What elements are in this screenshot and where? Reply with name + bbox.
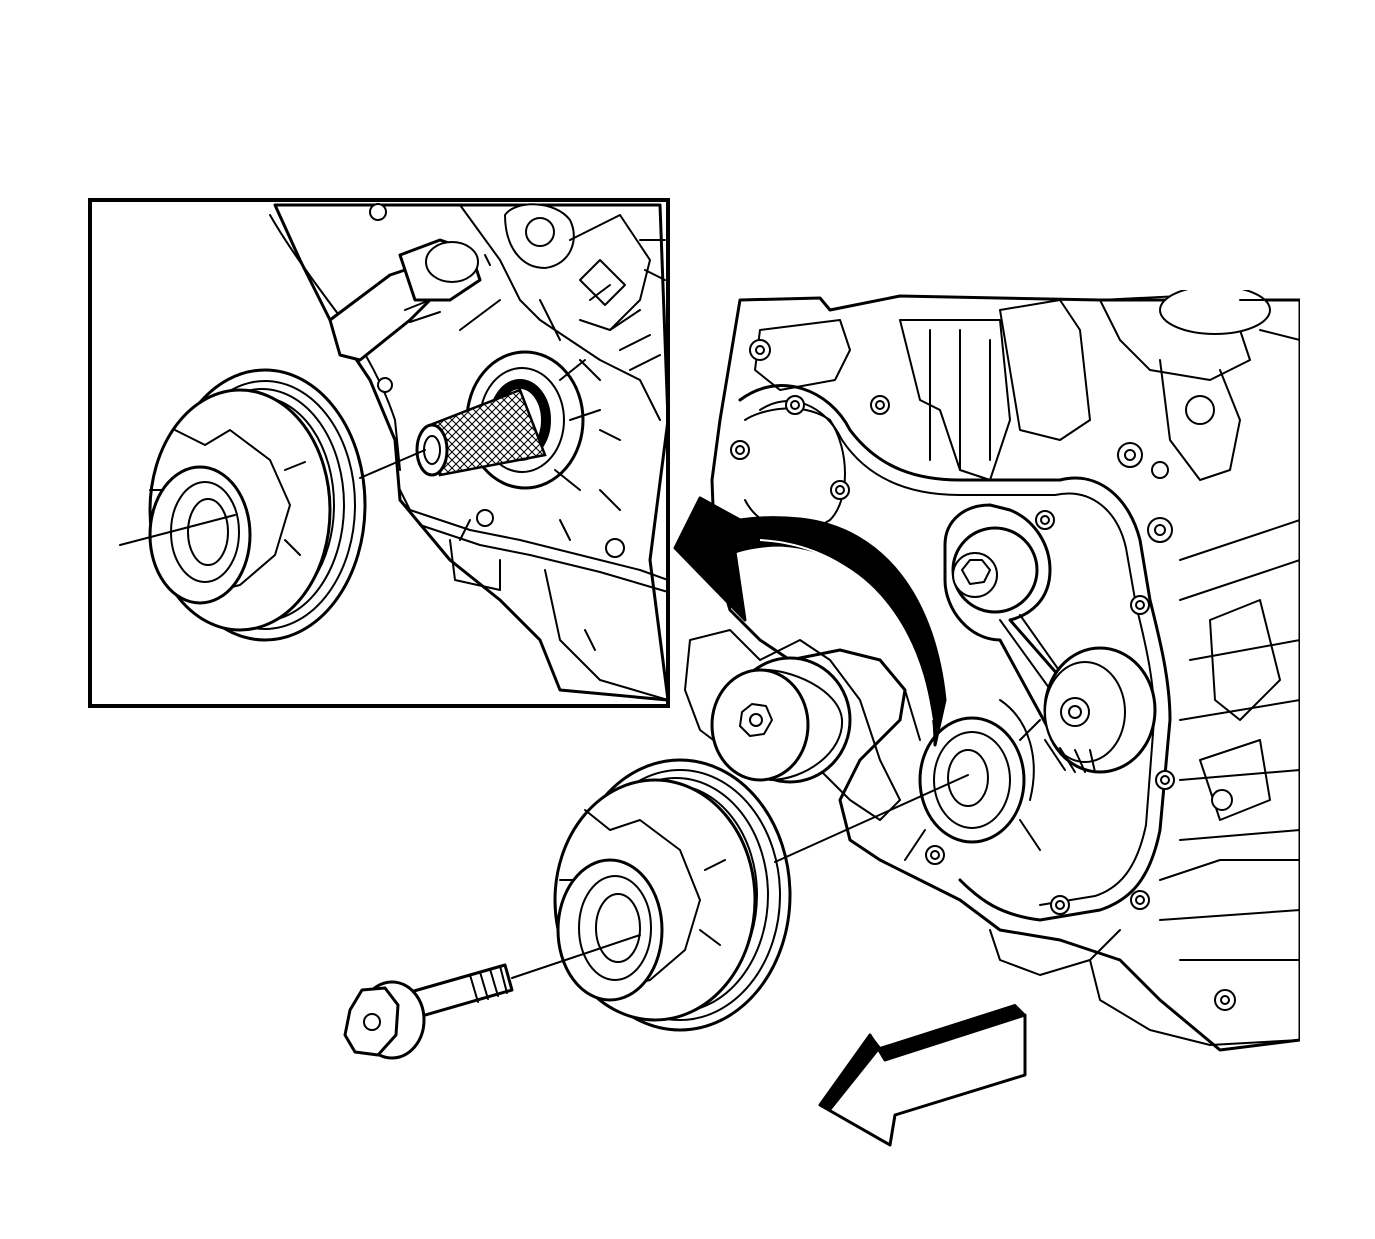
inset-detail-view bbox=[88, 198, 670, 708]
installation-direction-arrow bbox=[818, 1004, 1027, 1147]
installer-tool bbox=[415, 388, 547, 477]
balancer-bolt bbox=[343, 963, 514, 1060]
alignment-centerline bbox=[511, 774, 969, 979]
crankshaft-balancer bbox=[553, 758, 792, 1032]
curved-arrow-to-detail-view bbox=[673, 496, 947, 747]
engine-front-cover bbox=[684, 290, 1300, 1052]
cover-bolts bbox=[730, 339, 1236, 1011]
inset-centerline-right bbox=[359, 449, 426, 479]
idler-pulley bbox=[710, 656, 852, 784]
front-crank-seal bbox=[904, 689, 1041, 861]
inset-centerline-left bbox=[119, 514, 236, 546]
inset-crankshaft-balancer bbox=[148, 368, 367, 642]
belt-tensioner bbox=[943, 503, 1157, 774]
